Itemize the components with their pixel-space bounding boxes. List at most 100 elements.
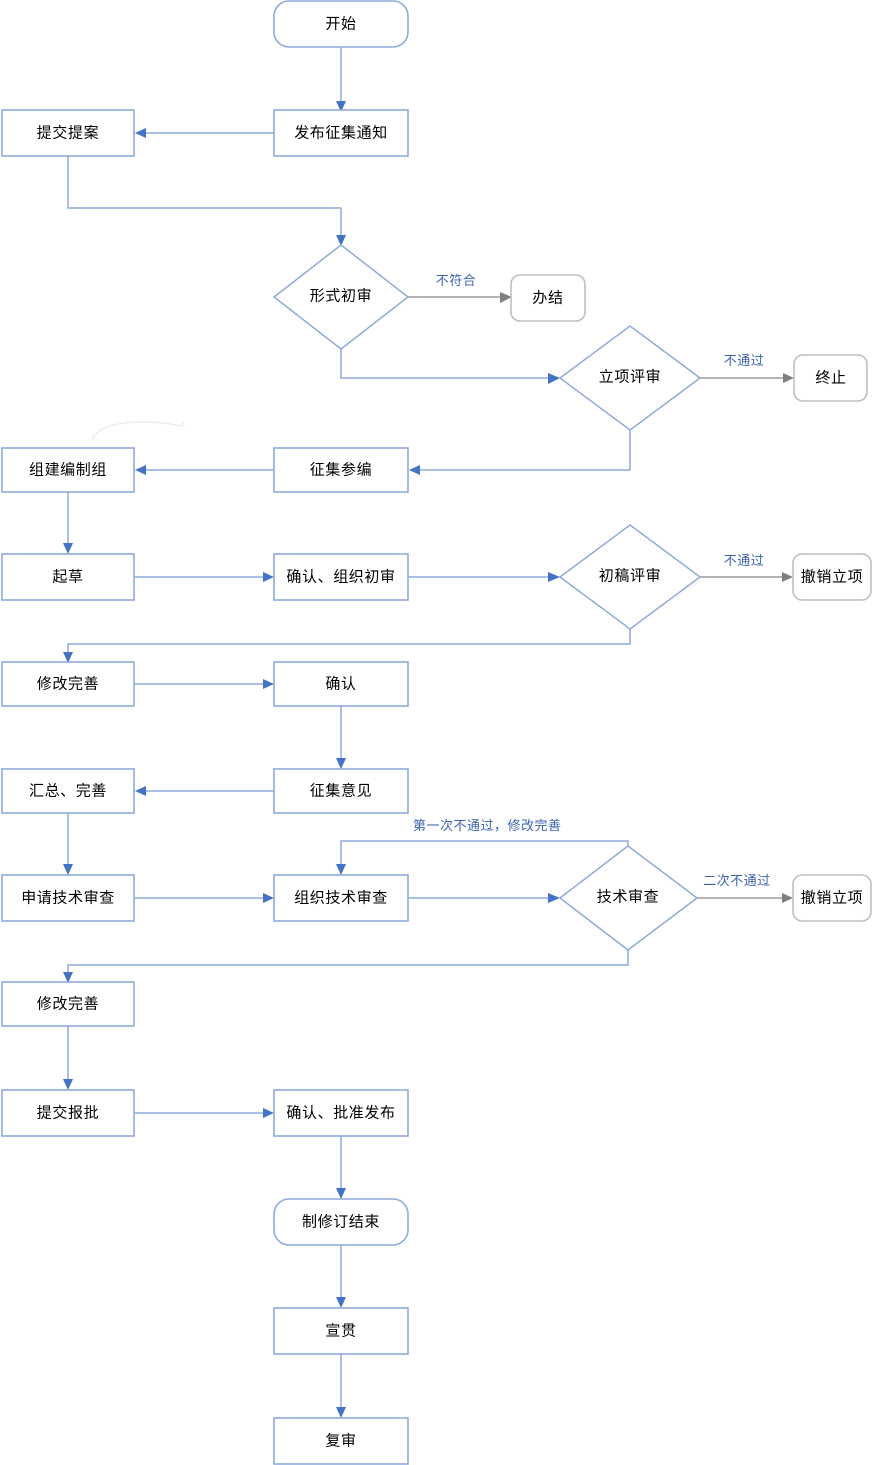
edge-recruit-formteam [135,465,274,475]
edge-label-buxuhe: 不符合 [436,273,477,288]
node-summarize-improve-shape[interactable] [1,768,135,814]
node-recruit-participants-shape[interactable] [273,447,409,493]
node-revise-improve-2-shape[interactable] [1,981,135,1027]
node-form-team-shape[interactable] [1,447,135,493]
edge-draftreview-cancel1 [700,572,793,582]
node-promote[interactable]: 宣贯 [273,1307,409,1355]
node-form-check-shape[interactable] [272,244,410,350]
edge-label-butongguo-project: 不通过 [724,353,765,368]
node-publish-notice-shape[interactable] [273,109,409,157]
node-cancel-project-2[interactable]: 撤销立项 [792,874,872,922]
node-submit-for-approval[interactable]: 提交报批 [1,1089,135,1137]
node-confirm-approve-publish[interactable]: 确认、批准发布 [273,1089,409,1137]
node-apply-tech-review-label: 申请技术审查 [21,889,115,906]
edge-formcheck-closed [408,292,512,303]
node-publish-notice[interactable]: 发布征集通知 [273,109,409,157]
node-confirm[interactable]: 确认 [273,661,409,707]
node-confirm-organize-review-shape[interactable] [273,553,409,601]
node-summarize-improve-label: 汇总、完善 [29,782,107,799]
node-cancel-project-1[interactable]: 撤销立项 [792,553,872,601]
node-start-shape[interactable] [273,0,409,48]
node-gather-opinions-shape[interactable] [273,768,409,814]
edge-confirm2-gatheropinion [336,706,346,769]
edge-publish-submit [135,128,274,138]
node-draft-review-label: 初稿评审 [599,567,661,584]
edge-formteam-draft [63,492,73,554]
edge-applytech-organizetech [134,893,274,903]
node-tech-review-label: 技术审查 [597,888,659,905]
node-tech-review-shape[interactable] [558,845,699,951]
node-organize-tech-review[interactable]: 组织技术审查 [273,874,409,922]
node-promote-shape[interactable] [273,1307,409,1355]
node-summarize-improve[interactable]: 汇总、完善 [1,768,135,814]
node-publish-notice-label: 发布征集通知 [294,124,388,141]
node-terminate-shape[interactable] [793,354,868,402]
node-draft[interactable]: 起草 [1,553,135,601]
node-apply-tech-review[interactable]: 申请技术审查 [1,874,135,922]
node-draft-shape[interactable] [1,553,135,601]
edge-draftreview-revise1 [63,629,631,663]
node-confirm-organize-review[interactable]: 确认、组织初审 [273,553,409,601]
edge-revise1-confirm2 [134,679,274,689]
node-cancel-project-1-shape[interactable] [792,553,872,601]
edge-start-publish [336,47,346,112]
node-cancel-project-2-shape[interactable] [792,874,872,922]
node-submit-proposal[interactable]: 提交提案 [1,109,135,157]
node-apply-tech-review-shape[interactable] [1,874,135,922]
node-revise-improve-1-shape[interactable] [1,661,135,707]
edge-draft-confirm1 [134,572,274,582]
node-organize-tech-review-label: 组织技术审查 [294,889,388,906]
node-revise-improve-2[interactable]: 修改完善 [1,981,135,1027]
node-form-check[interactable]: 形式初审 [272,244,410,350]
edge-summarize-applytech [63,813,73,875]
node-revise-improve-1[interactable]: 修改完善 [1,661,135,707]
node-draft-review[interactable]: 初稿评审 [558,524,702,630]
node-terminate-label: 终止 [815,369,846,386]
node-submit-proposal-label: 提交提案 [37,123,99,141]
edge-gatheropinion-summarize [135,786,274,796]
edge-projectreview-terminate [700,373,794,383]
node-revision-end[interactable]: 制修订结束 [273,1198,409,1246]
node-closed-shape[interactable] [510,274,586,322]
node-closed-label: 办结 [532,289,563,306]
node-re-review[interactable]: 复审 [273,1417,409,1465]
edge-label-first-fail-revise: 第一次不通过，修改完善 [413,818,562,833]
edge-label-second-fail: 二次不通过 [703,873,771,888]
node-project-review[interactable]: 立项评审 [558,325,702,431]
edge-revise2-submitapprove [63,1026,73,1090]
edge-formcheck-projectreview [340,349,560,384]
node-revise-improve-1-label: 修改完善 [37,675,99,692]
node-tech-review[interactable]: 技术审查 [558,845,699,951]
node-project-review-shape[interactable] [558,325,702,431]
node-submit-for-approval-shape[interactable] [1,1089,135,1137]
node-gather-opinions-label: 征集意见 [310,781,372,799]
node-start[interactable]: 开始 [273,0,409,48]
edge-techreview-cancel2 [697,893,793,903]
node-re-review-shape[interactable] [273,1417,409,1465]
node-submit-proposal-shape[interactable] [1,109,135,157]
node-re-review-label: 复审 [325,1431,356,1449]
edge-approvepublish-revisionend [336,1136,346,1199]
node-terminate[interactable]: 终止 [793,354,868,402]
edge-submitapprove-approvepublish [134,1108,274,1118]
edge-submit-formcheck [67,156,346,246]
node-draft-review-shape[interactable] [558,524,702,630]
edge-promote-rereview [336,1354,346,1418]
node-confirm-approve-publish-shape[interactable] [273,1089,409,1137]
node-confirm-shape[interactable] [273,661,409,707]
node-closed[interactable]: 办结 [510,274,586,322]
node-form-check-label: 形式初审 [310,287,372,304]
scan-artifact [91,421,185,441]
node-submit-for-approval-label: 提交报批 [37,1103,99,1121]
edge-organizetech-techreview [408,893,560,903]
node-form-team[interactable]: 组建编制组 [1,447,135,493]
node-revision-end-shape[interactable] [273,1198,409,1246]
node-recruit-participants[interactable]: 征集参编 [273,447,409,493]
node-gather-opinions[interactable]: 征集意见 [273,768,409,814]
node-confirm-label: 确认 [325,675,356,692]
edge-label-layer: 不符合 不通过 不通过 第一次不通过，修改完善 二次不通过 [413,273,771,888]
node-organize-tech-review-shape[interactable] [273,874,409,922]
